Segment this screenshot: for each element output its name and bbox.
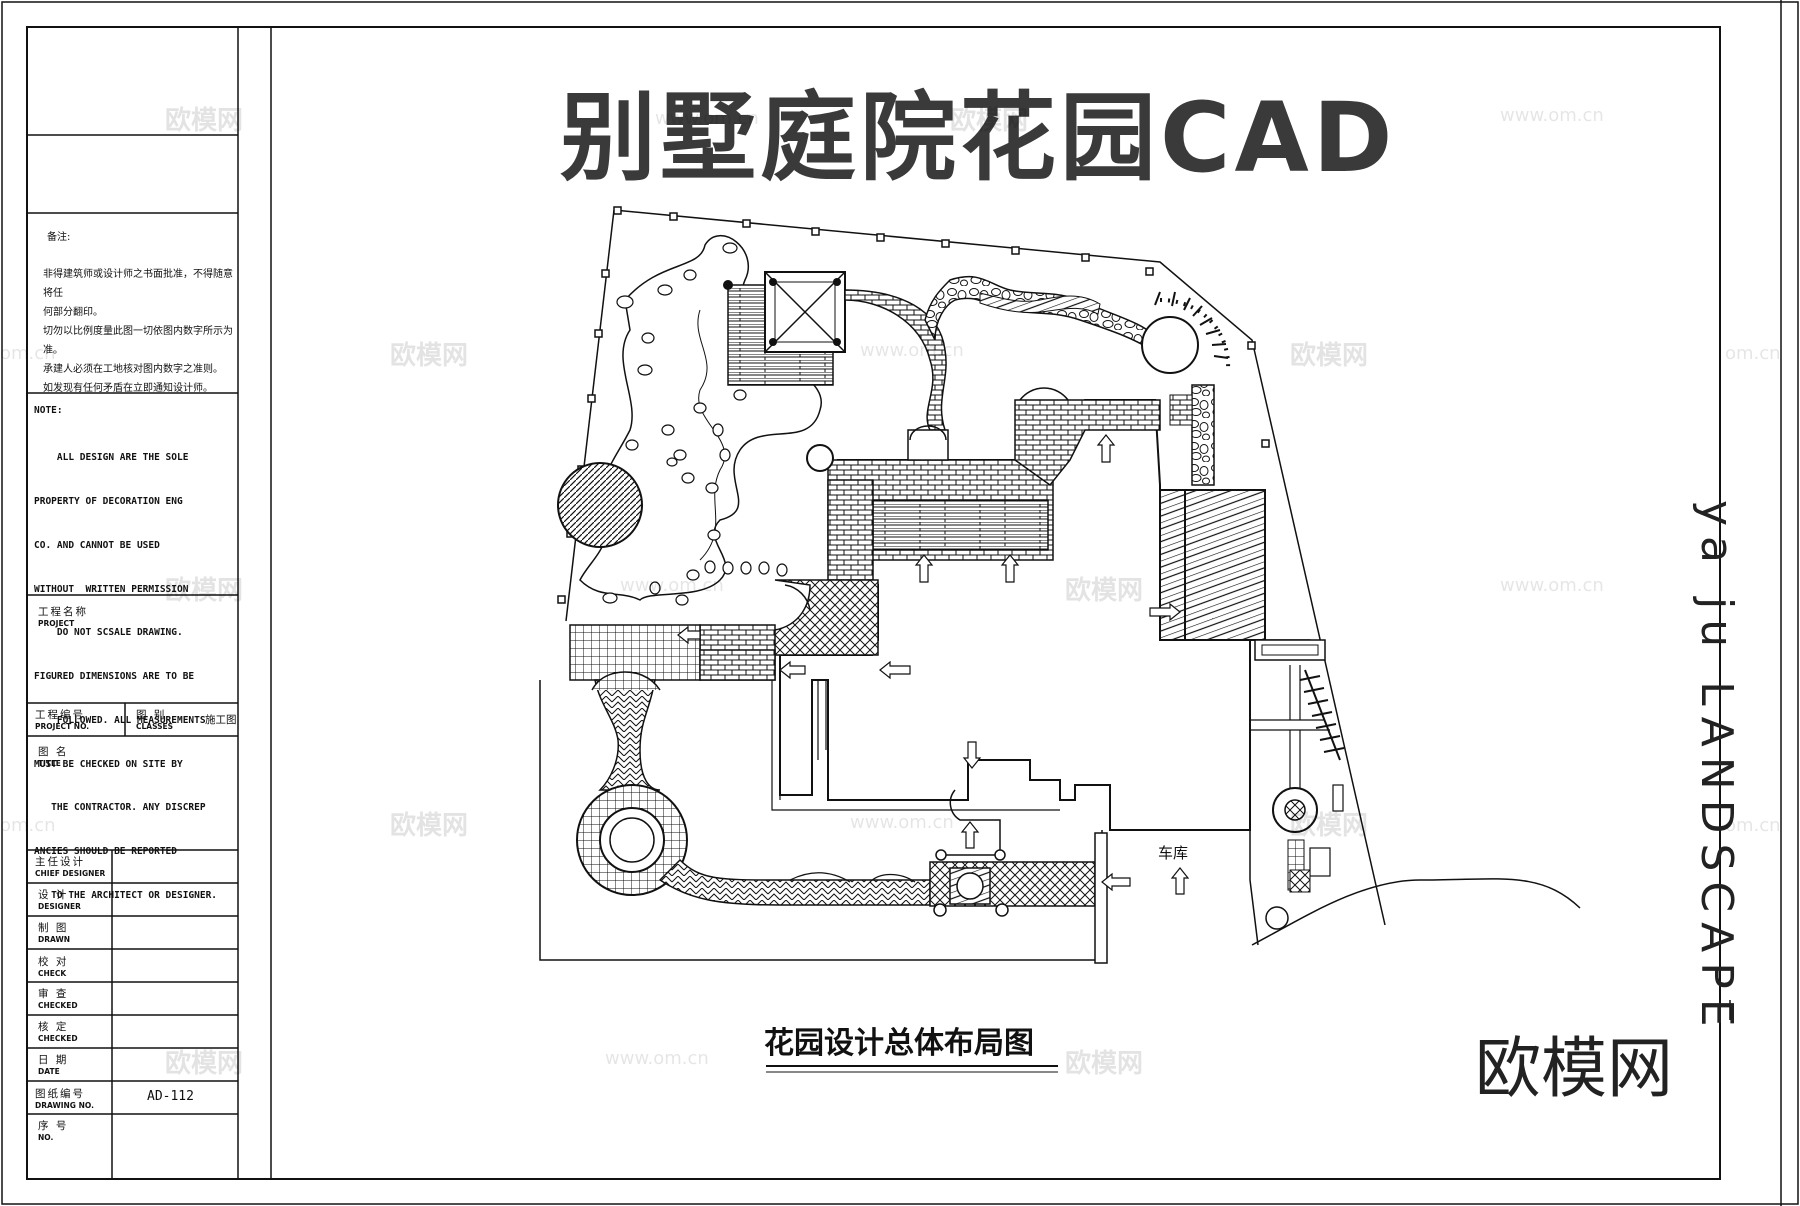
project-no-label: 工程编号 PROJECT NO. bbox=[35, 707, 89, 731]
watermark-url: www.om.cn bbox=[605, 1048, 709, 1069]
project-no-cn: 工程编号 bbox=[35, 709, 85, 721]
drawing-subtitle: 花园设计总体布局图 bbox=[764, 1026, 1034, 1061]
vertical-label: ya ju LANDSCAPE bbox=[1690, 500, 1750, 1037]
garage-label: 车库 bbox=[1158, 844, 1189, 862]
watermark: 欧模网 bbox=[165, 576, 244, 606]
watermark: 欧模网 bbox=[390, 341, 469, 371]
signoff-row: 日 期 DATE bbox=[38, 1052, 68, 1076]
row-label-en: DESIGNER bbox=[38, 902, 81, 911]
note-line: WITHOUT WRITTEN PERMISSION bbox=[34, 583, 189, 595]
row-label-en: DRAWN bbox=[38, 935, 71, 944]
row-label-cn: 日 期 bbox=[38, 1054, 69, 1066]
remarks-line: 何部分翻印。 bbox=[43, 307, 103, 318]
watermark-url: www.om.cn bbox=[860, 340, 964, 361]
note-heading: NOTE: bbox=[34, 405, 63, 416]
row-label-en: NO. bbox=[38, 1133, 54, 1142]
project-label-en: PROJECT bbox=[38, 619, 75, 628]
row-label-cn: 主任设计 bbox=[35, 856, 85, 868]
project-label-cn: 工程名称 bbox=[38, 606, 88, 618]
brand-logo: 欧模网 bbox=[1475, 1030, 1673, 1107]
signoff-row: 核 定 CHECKED bbox=[38, 1019, 78, 1043]
signoff-row: 设 计 DESIGNER bbox=[38, 887, 81, 911]
row-label-en: CHECK bbox=[38, 969, 67, 978]
watermark: 欧模网 bbox=[1065, 1049, 1144, 1079]
remarks-block: 非得建筑师或设计师之书面批准，不得随意将任 何部分翻印。 切勿以比例度量此图一切… bbox=[43, 265, 233, 398]
signoff-row: 制 图 DRAWN bbox=[38, 920, 70, 944]
watermark: 欧模网 bbox=[950, 106, 1029, 136]
note-line: DO NOT SCSALE DRAWING. bbox=[34, 627, 183, 639]
watermark: 欧模网 bbox=[165, 106, 244, 136]
note-block: ALL DESIGN ARE THE SOLE PROPERTY OF DECO… bbox=[34, 422, 217, 918]
classes-en: CLASSES bbox=[136, 722, 174, 731]
title-label-cn: 图 名 bbox=[38, 746, 69, 758]
watermark-url: www.om.cn bbox=[850, 812, 954, 833]
watermark-url: om.cn bbox=[0, 815, 56, 836]
row-label-cn: 设 计 bbox=[38, 889, 69, 901]
classes-value: 施工图 bbox=[205, 714, 237, 726]
row-label-en: CHIEF DESIGNER bbox=[35, 869, 106, 878]
watermark-url: www.om.cn bbox=[620, 575, 724, 596]
project-label: 工程名称 PROJECT bbox=[38, 604, 88, 628]
note-line: CO. AND CANNOT BE USED bbox=[34, 539, 160, 551]
row-label-en: CHECKED bbox=[38, 1034, 78, 1043]
watermark: 欧模网 bbox=[165, 1049, 244, 1079]
remarks-line: 承建人必须在工地核对图内数字之准则。 bbox=[43, 364, 223, 375]
row-label-en: CHECKED bbox=[38, 1001, 78, 1010]
project-no-en: PROJECT NO. bbox=[35, 722, 90, 731]
row-label-en: DATE bbox=[38, 1067, 60, 1076]
watermark-url: www.om.cn bbox=[655, 108, 759, 129]
watermark-url: www.om.cn bbox=[1500, 105, 1604, 126]
remarks-heading: 备注: bbox=[47, 232, 71, 243]
watermark-url: om.cn bbox=[1725, 815, 1781, 836]
note-line: FIGURED DIMENSIONS ARE TO BE bbox=[34, 671, 195, 683]
row-label-cn: 序 号 bbox=[38, 1120, 69, 1132]
watermark: 欧模网 bbox=[1290, 341, 1369, 371]
classes-cn: 图 别 bbox=[136, 709, 167, 721]
note-line: ANCIES SHOULD BE REPORTED bbox=[34, 846, 177, 858]
classes-label: 图 别 CLASSES bbox=[136, 707, 173, 731]
vertical-label-text: ya ju LANDSCAPE bbox=[1691, 500, 1742, 1037]
row-label-en: DRAWING NO. bbox=[35, 1101, 94, 1110]
watermark: 欧模网 bbox=[1065, 576, 1144, 606]
signoff-row: 主任设计 CHIEF DESIGNER bbox=[35, 854, 105, 878]
row-label-cn: 制 图 bbox=[38, 922, 69, 934]
watermark-url: om.cn bbox=[1725, 343, 1781, 364]
drawing-title: 别墅庭院花园CAD bbox=[560, 82, 1397, 194]
note-line: MUST BE CHECKED ON SITE BY bbox=[34, 758, 183, 770]
row-label-cn: 图纸编号 bbox=[35, 1088, 85, 1100]
title-label: 图 名 TITLE bbox=[38, 744, 68, 768]
title-label-en: TITLE bbox=[38, 759, 61, 768]
note-line: TO THE ARCHITECT OR DESIGNER. bbox=[34, 890, 218, 901]
watermark: 欧模网 bbox=[390, 811, 469, 841]
signoff-row: 审 查 CHECKED bbox=[38, 986, 78, 1010]
signoff-row: 图纸编号 DRAWING NO. bbox=[35, 1086, 94, 1110]
note-line: PROPERTY OF DECORATION ENG bbox=[34, 495, 183, 507]
note-line: ALL DESIGN ARE THE SOLE bbox=[34, 452, 189, 464]
row-label-cn: 校 对 bbox=[38, 956, 69, 968]
remarks-line: 非得建筑师或设计师之书面批准，不得随意将任 bbox=[43, 269, 233, 299]
signoff-row: 序 号 NO. bbox=[38, 1118, 68, 1142]
watermark-url: om.cn bbox=[0, 343, 56, 364]
note-line: FOLLOWED. ALL MEASUREMENTS bbox=[34, 714, 206, 726]
drawing-number: AD-112 bbox=[147, 1089, 194, 1104]
signoff-row: 校 对 CHECK bbox=[38, 954, 68, 978]
remarks-line: 如发现有任何矛盾在立即通知设计师。 bbox=[43, 383, 213, 394]
watermark: 欧模网 bbox=[1290, 811, 1369, 841]
note-line: THE CONTRACTOR. ANY DISCREP bbox=[34, 802, 206, 814]
row-label-cn: 核 定 bbox=[38, 1021, 69, 1033]
watermark-url: www.om.cn bbox=[1500, 575, 1604, 596]
row-label-cn: 审 查 bbox=[38, 988, 69, 1000]
remarks-line: 切勿以比例度量此图一切依图内数字所示为准。 bbox=[43, 326, 233, 356]
